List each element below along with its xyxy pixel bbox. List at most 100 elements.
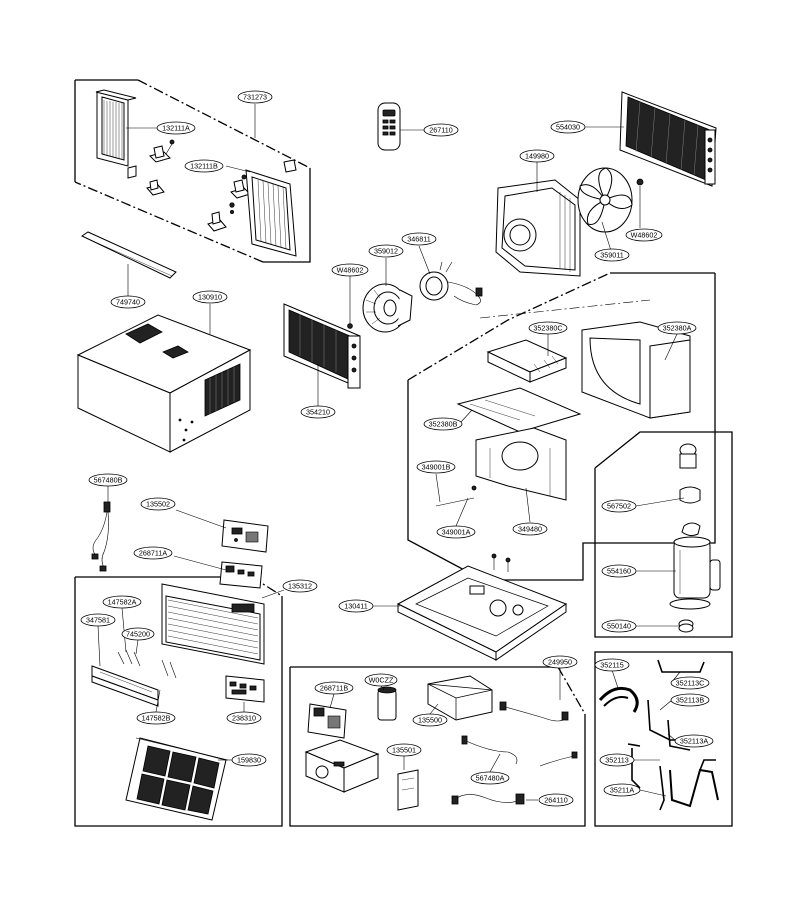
side-curtain-right bbox=[245, 169, 297, 257]
callout-264110: 264110 bbox=[538, 793, 574, 807]
svg-text:267110: 267110 bbox=[429, 126, 452, 135]
leader-132111B bbox=[225, 165, 251, 173]
svg-text:347581: 347581 bbox=[86, 616, 110, 625]
leader-349480 bbox=[525, 487, 531, 523]
callout-238310: 238310 bbox=[226, 711, 262, 725]
front-grille-graphic bbox=[161, 583, 265, 665]
svg-text:159830: 159830 bbox=[237, 756, 261, 765]
callout-554030: 554030 bbox=[550, 120, 586, 134]
svg-text:352380C: 352380C bbox=[533, 324, 562, 333]
callout-147582A: 147582A bbox=[102, 595, 142, 609]
compressor-box bbox=[594, 431, 733, 638]
leader-352115 bbox=[611, 669, 619, 689]
svg-text:554160: 554160 bbox=[607, 567, 631, 576]
leader-135502 bbox=[175, 509, 227, 529]
svg-text:268711A: 268711A bbox=[139, 549, 167, 558]
electrical-box-dash bbox=[557, 666, 586, 715]
callout-346811: 346811 bbox=[401, 232, 437, 246]
callout-352113C: 352113C bbox=[670, 676, 710, 690]
svg-text:149980: 149980 bbox=[525, 152, 549, 161]
callout-130910: 130910 bbox=[192, 290, 228, 304]
callout-567502: 567502 bbox=[601, 499, 637, 513]
callout-352113A: 352113A bbox=[674, 734, 714, 748]
svg-text:35211A: 35211A bbox=[610, 786, 634, 795]
leader-35211A bbox=[639, 789, 667, 797]
callout-W48602-motor: W48602 bbox=[331, 263, 369, 277]
callout-132111A: 132111A bbox=[156, 121, 196, 135]
leader-745200 bbox=[135, 639, 139, 655]
svg-text:W48602: W48602 bbox=[337, 266, 364, 275]
svg-text:567480A: 567480A bbox=[476, 774, 505, 783]
callout-745200: 745200 bbox=[121, 627, 155, 641]
callout-352380A: 352380A bbox=[657, 321, 697, 335]
air-guide-parts-graphic bbox=[435, 321, 691, 507]
fan-motor-graphic bbox=[419, 261, 483, 306]
svg-text:132111B: 132111B bbox=[190, 162, 218, 171]
callout-550140: 550140 bbox=[601, 619, 637, 633]
svg-text:135501: 135501 bbox=[392, 746, 416, 755]
callout-130411: 130411 bbox=[338, 599, 374, 613]
svg-text:W0CZZ: W0CZZ bbox=[369, 676, 394, 685]
top-left-box-dash bbox=[137, 79, 311, 169]
dash-guide-a bbox=[479, 299, 651, 319]
svg-text:130411: 130411 bbox=[344, 602, 367, 611]
leader-352380B bbox=[460, 409, 473, 423]
svg-text:731273: 731273 bbox=[243, 93, 267, 102]
evaporator-coil-graphic bbox=[283, 303, 361, 389]
svg-text:352113A: 352113A bbox=[680, 737, 708, 746]
svg-text:132111A: 132111A bbox=[162, 124, 190, 133]
front-box bbox=[74, 577, 283, 827]
callout-352113B: 352113B bbox=[670, 693, 710, 707]
svg-text:567480B: 567480B bbox=[94, 476, 123, 485]
svg-text:135502: 135502 bbox=[146, 500, 170, 509]
callout-147582B: 147582B bbox=[136, 711, 176, 725]
svg-text:147582A: 147582A bbox=[108, 598, 137, 607]
leader-347581 bbox=[97, 625, 101, 667]
callout-W48602-fan: W48602 bbox=[625, 228, 663, 242]
callout-135500: 135500 bbox=[412, 713, 448, 727]
remote-control-graphic bbox=[377, 102, 401, 151]
svg-text:567502: 567502 bbox=[607, 502, 631, 511]
leader-W0CZZ bbox=[380, 685, 385, 691]
svg-text:749740: 749740 bbox=[116, 298, 140, 307]
leader-352380A bbox=[664, 333, 678, 361]
callout-349001A: 349001A bbox=[436, 525, 476, 539]
callout-349001B: 349001B bbox=[416, 460, 456, 474]
top-left-box-right bbox=[263, 168, 311, 263]
callout-567480B: 567480B bbox=[88, 473, 128, 487]
leader-135500 bbox=[429, 703, 439, 715]
leader-349001A bbox=[455, 497, 469, 527]
piping-box bbox=[594, 651, 733, 827]
axial-fan-graphic bbox=[577, 167, 644, 233]
svg-text:352115: 352115 bbox=[600, 661, 623, 670]
blower-wheel-graphic bbox=[362, 283, 413, 333]
callout-135501: 135501 bbox=[386, 743, 422, 757]
condenser-coil-graphic bbox=[619, 91, 717, 187]
electrical-box bbox=[289, 667, 586, 827]
svg-text:745200: 745200 bbox=[126, 630, 150, 639]
electrical-parts-graphic bbox=[304, 675, 578, 811]
callout-267110: 267110 bbox=[423, 123, 459, 137]
svg-text:346811: 346811 bbox=[407, 235, 430, 244]
callout-352113: 352113 bbox=[599, 753, 635, 767]
leader-346811 bbox=[418, 245, 431, 275]
leader-352113B bbox=[659, 699, 673, 711]
svg-text:554030: 554030 bbox=[556, 123, 580, 132]
compressor-graphic bbox=[669, 443, 721, 633]
callout-352115: 352115 bbox=[594, 658, 630, 672]
svg-text:349480: 349480 bbox=[518, 525, 542, 534]
leader-567502 bbox=[635, 497, 685, 507]
center-right-box bbox=[407, 273, 716, 581]
top-left-box-diag bbox=[74, 181, 264, 263]
callout-731273: 731273 bbox=[237, 90, 273, 104]
svg-text:130910: 130910 bbox=[198, 293, 222, 302]
callout-347581: 347581 bbox=[80, 613, 116, 627]
callout-349480: 349480 bbox=[512, 522, 548, 536]
leader-147582A bbox=[121, 607, 127, 653]
svg-text:W48602: W48602 bbox=[631, 231, 658, 240]
louver-assembly-graphic bbox=[91, 649, 177, 707]
svg-text:249950: 249950 bbox=[548, 658, 572, 667]
callout-135312: 135312 bbox=[282, 579, 318, 593]
